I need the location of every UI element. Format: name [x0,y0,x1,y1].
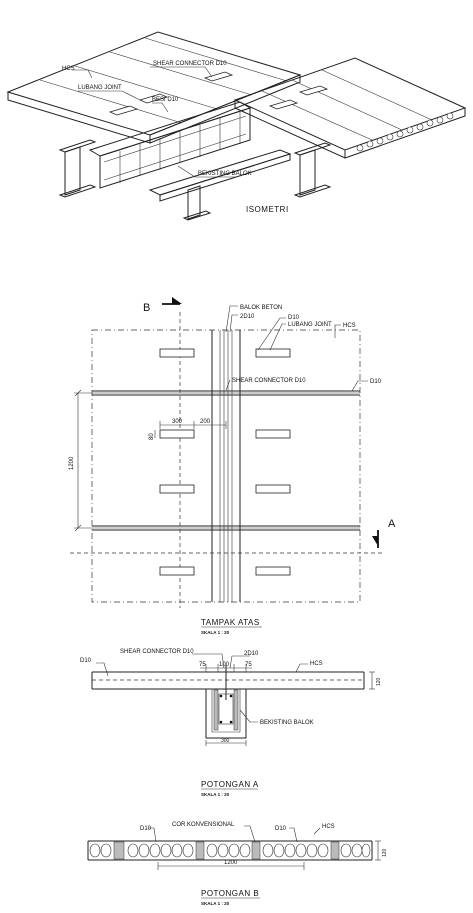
section-a-dim-100: 100 [219,662,230,668]
section-a-label-shear-connector: SHEAR CONNECTOR D10 [120,649,194,655]
plan-label-d10-right: D10 [370,379,382,385]
section-b-label-cor: COR KONVENSIONAL [172,822,235,828]
iso-title: ISOMETRI [246,205,289,214]
section-a-label-bekisting: BEKISTING BALOK [260,720,314,726]
plan-label-balok-beton: BALOK BETON [240,305,282,311]
section-a-scale: SKALA 1 : 20 [201,792,230,797]
section-b-view: 1200 120 D10 COR KONVENSIONAL D10 HCS PO… [87,822,388,906]
iso-joint-slots [108,71,329,116]
plan-label-lubang-joint: LUBANG JOINT [288,322,332,328]
section-b-dim-depth: 120 [382,848,388,857]
section-b-scale: SKALA 1 : 20 [201,901,230,906]
iso-label-shear-connector: SHEAR CONNECTOR D10 [153,61,227,67]
plan-dim-1200-text: 1200 [69,456,75,470]
section-b-title: POTONGAN B [201,889,259,898]
plan-leaders [225,305,368,392]
plan-dim-80: 80 [149,433,155,440]
plan-title: TAMPAK ATAS [201,618,260,627]
section-a-title: POTONGAN A [201,780,259,789]
section-a-dim-depth: 120 [376,677,382,686]
section-b-hollow-cores [89,843,371,858]
section-b-label-d10-right: D10 [275,826,287,832]
section-b-label-d10-left: D10 [140,826,152,832]
plan-dim-300: 300 [172,419,183,425]
plan-label-hcs: HCS [343,323,356,329]
section-a-label-d10: D10 [80,658,92,664]
section-a-dims [200,664,375,746]
section-a-dim-300: 300 [221,738,230,744]
section-a-slab [91,671,365,690]
section-a-view: 75 100 75 300 120 SHEAR CONNECTOR D10 2D… [80,649,382,797]
iso-slab-left [6,31,302,144]
plan-dim-200: 200 [200,419,211,425]
section-b-label-hcs: HCS [322,824,335,830]
section-a-label-2d10: 2D10 [244,651,259,657]
iso-slab-right [233,57,467,159]
iso-steel-beams [58,139,332,221]
section-a-dim-75-left: 75 [199,662,206,668]
section-mark-a-label: A [388,518,396,530]
iso-label-lubang-joint: LUBANG JOINT [78,85,122,91]
section-b-dims [157,840,381,870]
iso-beam-cage [88,101,252,189]
plan-scale: SKALA 1 : 20 [201,630,230,635]
iso-hollow-cores [356,112,454,152]
plan-dim-1200 [74,389,92,532]
section-b-slab [87,840,373,861]
plan-dim-300-200 [154,421,227,438]
iso-leaders [72,66,236,178]
section-mark-b [162,297,182,305]
plan-slab-joints [92,390,360,531]
plan-joint-slots [159,348,291,576]
iso-label-bekisting: BEKISTING BALOK [198,171,252,177]
plan-view: B A 1200 [69,297,396,635]
plan-label-shear-connector: SHEAR CONNECTOR D10 [232,378,306,384]
section-a-beam [205,665,247,739]
iso-label-hcs: HCS [62,66,75,72]
section-a-leaders [96,653,308,723]
section-a-dim-75-right: 75 [245,662,252,668]
section-mark-b-label: B [143,302,150,314]
plan-label-2d10: 2D10 [240,314,255,320]
isometric-view: HCS SHEAR CONNECTOR D10 LUBANG JOINT BES… [6,31,467,221]
section-b-leaders [148,825,321,843]
section-mark-a [372,530,379,548]
section-b-dim-1200: 1200 [224,860,238,866]
iso-label-besi: BESI D10 [152,97,179,103]
section-b-grout-joints [113,841,340,860]
section-a-label-hcs: HCS [310,661,323,667]
plan-concrete-beam [211,330,241,602]
plan-slab-outline [91,329,361,603]
plan-label-d10-top: D10 [288,315,300,321]
